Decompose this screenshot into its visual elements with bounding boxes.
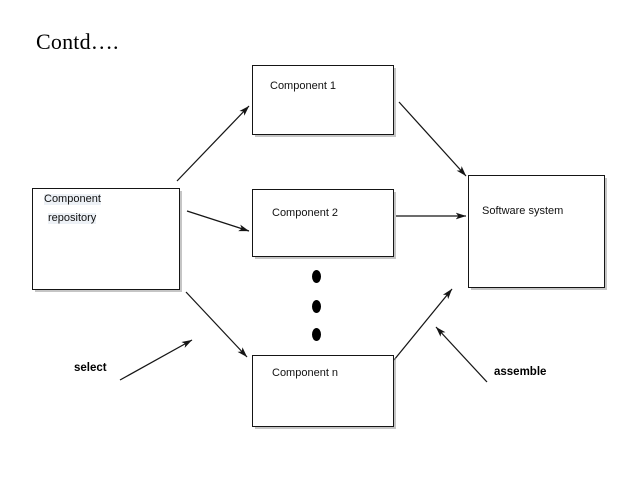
node-component-repository[interactable] <box>32 188 180 290</box>
edge-label-select: select <box>74 362 107 374</box>
node-component-repository-label-line2: repository <box>48 212 97 224</box>
arrow-repository-to-component-n <box>185 291 248 358</box>
arrow-assemble-pointer <box>435 326 488 383</box>
node-component-1[interactable] <box>252 65 394 135</box>
node-component-2[interactable] <box>252 189 394 257</box>
vertical-ellipsis-dot-icon <box>312 300 321 313</box>
node-software-system-label: Software system <box>482 205 564 217</box>
node-component-1-label: Component 1 <box>270 80 337 92</box>
node-component-n-label: Component n <box>272 367 339 379</box>
arrow-component-n-to-software-system <box>393 288 453 361</box>
arrow-component-1-to-software-system <box>398 101 467 177</box>
vertical-ellipsis-dot-icon <box>312 270 321 283</box>
arrow-select-pointer <box>119 339 193 381</box>
page-title: Contd…. <box>36 29 119 54</box>
arrow-repository-to-component-2 <box>186 210 250 232</box>
node-software-system[interactable] <box>468 175 605 288</box>
edge-label-assemble: assemble <box>494 366 547 378</box>
node-component-repository-label-line1: Component <box>44 193 101 205</box>
arrow-repository-to-component-1 <box>176 105 250 182</box>
vertical-ellipsis-dot-icon <box>312 328 321 341</box>
node-component-n[interactable] <box>252 355 394 427</box>
node-component-2-label: Component 2 <box>272 207 339 219</box>
